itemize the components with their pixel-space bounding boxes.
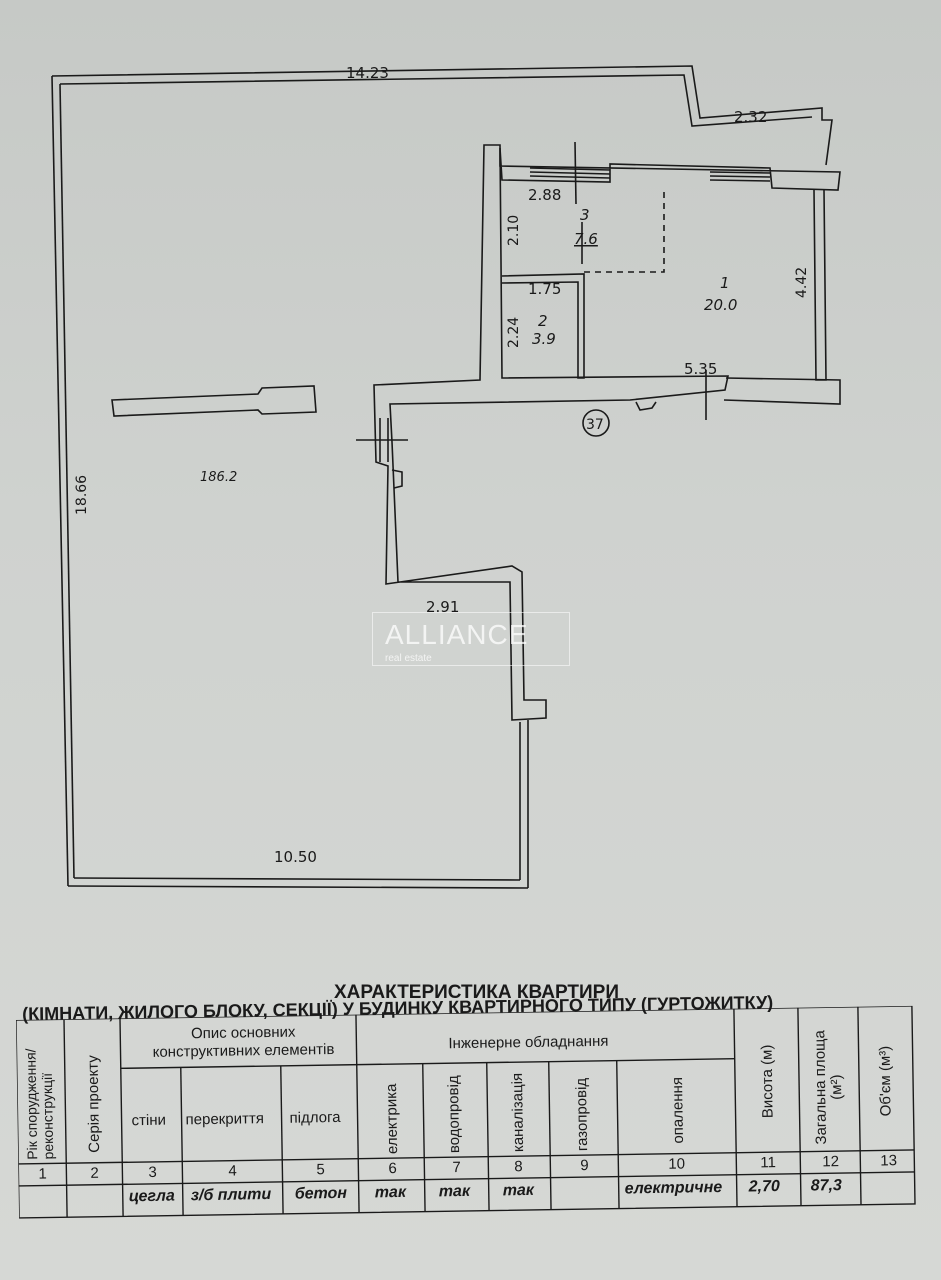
col-number-11: 11 bbox=[760, 1154, 777, 1172]
dim-top-right: 2.32 bbox=[734, 108, 767, 126]
col-number-6: 6 bbox=[388, 1160, 397, 1178]
col-electric-header: електрика bbox=[383, 1083, 402, 1155]
bottom-wall bbox=[67, 885, 529, 889]
value-floors: з/б плити bbox=[190, 1186, 272, 1205]
col-floors-header: перекриття bbox=[185, 1110, 265, 1129]
dim-bottom: 10.50 bbox=[274, 848, 317, 866]
col-number-12: 12 bbox=[822, 1153, 840, 1171]
col-flooring-header: підлога bbox=[289, 1108, 341, 1127]
dim-left: 18.66 bbox=[74, 475, 90, 515]
watermark: ALLIANCE real estate bbox=[372, 612, 570, 666]
col-height-header: Висота (м) bbox=[758, 1044, 777, 1119]
value-walls: цегла bbox=[128, 1187, 175, 1206]
apartment-circle bbox=[582, 409, 610, 437]
column bbox=[111, 385, 317, 417]
value-flooring: бетон bbox=[294, 1184, 348, 1203]
col-number-9: 9 bbox=[580, 1157, 589, 1175]
watermark-title: ALLIANCE bbox=[385, 619, 529, 650]
col-series-header: Серія проекту bbox=[84, 1055, 104, 1153]
room2-number: 2 bbox=[538, 312, 548, 330]
value-water: так bbox=[438, 1182, 471, 1201]
col-number-7: 7 bbox=[452, 1159, 461, 1177]
hall-area: 186.2 bbox=[200, 470, 237, 485]
col-number-8: 8 bbox=[514, 1158, 523, 1176]
col-water-header: водопровід bbox=[444, 1075, 464, 1154]
col-heating-header: опалення bbox=[668, 1076, 688, 1144]
dim-room3-width: 2.88 bbox=[528, 186, 561, 204]
outer-wall bbox=[51, 65, 833, 166]
value-electric: так bbox=[374, 1183, 407, 1202]
group-eng-header: Інженерне обладнання bbox=[448, 1032, 609, 1053]
dim-room3-height: 2.10 bbox=[506, 215, 522, 246]
watermark-subtitle: real estate bbox=[385, 653, 432, 664]
dim-room1-height: 4.42 bbox=[794, 267, 810, 298]
col-area-header: Загальна площа (м²) bbox=[811, 1030, 846, 1145]
dim-room1-bottom: 5.35 bbox=[684, 360, 717, 378]
value-heating: електричне bbox=[624, 1178, 723, 1198]
col-number-5: 5 bbox=[316, 1161, 325, 1179]
dim-corridor: 2.91 bbox=[426, 598, 459, 616]
col-number-4: 4 bbox=[228, 1162, 237, 1180]
value-area: 87,3 bbox=[810, 1177, 842, 1195]
room2-area: 3.9 bbox=[532, 330, 556, 348]
col-number-13: 13 bbox=[880, 1152, 898, 1170]
heading-line1: ХАРАКТЕРИСТИКА КВАРТИРИ bbox=[334, 982, 620, 1003]
value-height: 2,70 bbox=[748, 1178, 780, 1196]
corridor-wall bbox=[373, 144, 729, 721]
room3-number: 3 bbox=[580, 206, 590, 224]
col-number-10: 10 bbox=[668, 1155, 686, 1173]
col-walls-header: стіни bbox=[131, 1111, 167, 1130]
apartment-number: 37 bbox=[586, 417, 604, 433]
dim-top: 14.23 bbox=[346, 64, 389, 82]
col-number-2: 2 bbox=[90, 1164, 99, 1182]
dim-room2-height: 2.24 bbox=[506, 317, 522, 348]
col-number-3: 3 bbox=[148, 1163, 157, 1181]
table-grid bbox=[16, 1005, 916, 1219]
dim-room2-width: 1.75 bbox=[528, 280, 561, 298]
room1-number: 1 bbox=[720, 274, 730, 292]
floor-plan: 14.23 2.32 18.66 10.50 2.91 2.88 2.10 1.… bbox=[51, 64, 841, 889]
group-struct-header: Опис основних конструктивних елементів bbox=[152, 1023, 335, 1061]
col-year-header: Рік спорудження/ реконструкції bbox=[22, 1048, 57, 1160]
left-wall bbox=[51, 75, 69, 887]
outer-wall-inner bbox=[59, 74, 813, 127]
col-number-1: 1 bbox=[38, 1165, 47, 1183]
room3-area: 7.6 bbox=[574, 230, 598, 248]
characteristics-table: Рік спорудження/ реконструкції Серія про… bbox=[16, 1005, 917, 1220]
value-sewer: так bbox=[502, 1181, 535, 1200]
col-volume-header: Об'єм (м³) bbox=[876, 1045, 895, 1117]
room1-area: 20.0 bbox=[704, 296, 737, 314]
col-sewer-header: каналізація bbox=[508, 1072, 528, 1153]
col-gas-header: газопровід bbox=[572, 1077, 592, 1152]
